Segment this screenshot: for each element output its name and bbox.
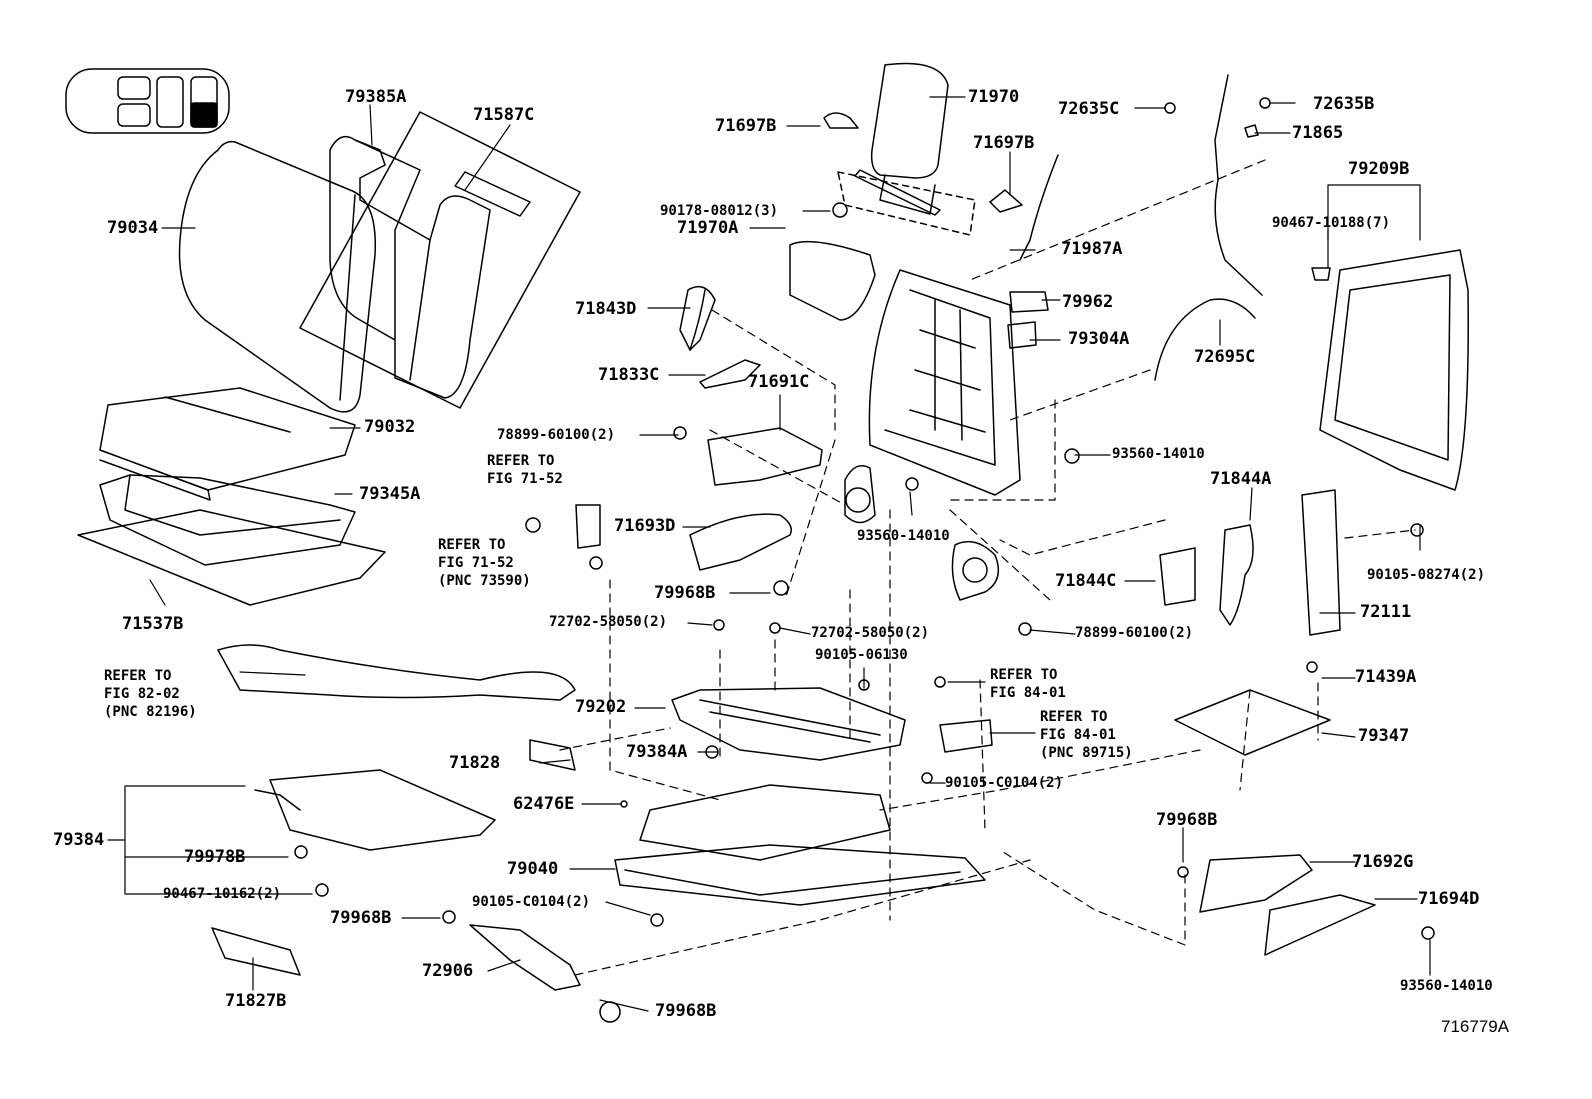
part-label: 79962 bbox=[1062, 292, 1114, 312]
part-label: 72906 bbox=[422, 961, 474, 981]
part-label: 71694D bbox=[1418, 889, 1480, 909]
part-label: 71537B bbox=[122, 614, 184, 634]
part-label: 79040 bbox=[507, 859, 559, 879]
part-label: 90467-10188(7) bbox=[1272, 215, 1391, 231]
part-label: 71970 bbox=[968, 87, 1020, 107]
cable-group bbox=[1019, 74, 1263, 381]
part-label: 71439A bbox=[1355, 667, 1417, 687]
part-label: 62476E bbox=[513, 794, 575, 814]
part-label: 79202 bbox=[575, 697, 627, 717]
part-label: 72111 bbox=[1360, 602, 1412, 622]
part-label: 90467-10162(2) bbox=[163, 886, 282, 902]
seat-base-frame bbox=[211, 644, 1376, 991]
seat-cushion-group bbox=[77, 387, 386, 606]
part-label: 93560-14010 bbox=[1112, 446, 1205, 462]
part-label: 93560-14010 bbox=[1400, 978, 1493, 994]
fastener-group bbox=[294, 97, 1435, 1023]
part-label: 79968B bbox=[330, 908, 392, 928]
part-label: 71691C bbox=[748, 372, 810, 392]
part-label: 72695C bbox=[1194, 347, 1256, 367]
part-label: 79385A bbox=[345, 87, 407, 107]
headrest-group bbox=[823, 62, 1023, 236]
part-label: 79304A bbox=[1068, 329, 1130, 349]
part-label: 71692G bbox=[1352, 852, 1414, 872]
part-label: 71843D bbox=[575, 299, 637, 319]
part-label: 79968B bbox=[655, 1001, 717, 1021]
part-label: 78899-60100(2) bbox=[1075, 625, 1194, 641]
part-label: 72635B bbox=[1313, 94, 1375, 114]
part-label: 93560-14010 bbox=[857, 528, 950, 544]
part-label: 79345A bbox=[359, 484, 421, 504]
part-label: 79209B bbox=[1348, 159, 1410, 179]
part-label: 79384 bbox=[53, 830, 105, 850]
part-label: 71827B bbox=[225, 991, 287, 1011]
part-label: 79968B bbox=[654, 583, 716, 603]
seat-position-indicator-icon bbox=[65, 68, 230, 134]
part-label: 71844A bbox=[1210, 469, 1272, 489]
seatback-cover-group bbox=[178, 111, 581, 413]
part-label: 71587C bbox=[473, 105, 535, 125]
seatback-frame bbox=[844, 269, 1049, 601]
part-label: 79032 bbox=[364, 417, 416, 437]
part-label: 90105-C0104(2) bbox=[945, 775, 1064, 791]
leader-lines bbox=[107, 96, 1431, 1012]
part-label: 71693D bbox=[614, 516, 676, 536]
part-label: 72702-58050(2) bbox=[549, 614, 668, 630]
part-label: 71865 bbox=[1292, 123, 1344, 143]
part-label: 90105-08274(2) bbox=[1367, 567, 1486, 583]
part-label: 90178-08012(3) bbox=[660, 203, 779, 219]
part-label: 71833C bbox=[598, 365, 660, 385]
part-label: 90105-C0104(2) bbox=[472, 894, 591, 910]
part-label: 71697B bbox=[715, 116, 777, 136]
part-label: 71844C bbox=[1055, 571, 1117, 591]
side-trim-group bbox=[679, 240, 1469, 636]
part-label: 79978B bbox=[184, 847, 246, 867]
part-label: 79968B bbox=[1156, 810, 1218, 830]
part-label: 78899-60100(2) bbox=[497, 427, 616, 443]
part-label: 71828 bbox=[449, 753, 501, 773]
part-label: 71697B bbox=[973, 133, 1035, 153]
part-label: 90105-06130 bbox=[815, 647, 908, 663]
part-label: 79384A bbox=[626, 742, 688, 762]
part-label: 71987A bbox=[1061, 239, 1123, 259]
part-label: 79347 bbox=[1358, 726, 1410, 746]
part-label: 79034 bbox=[107, 218, 159, 238]
part-label: 71970A bbox=[677, 218, 739, 238]
part-label: 72702-58050(2) bbox=[811, 625, 930, 641]
assembly-guide-lines bbox=[559, 159, 1416, 976]
illustration-number: 716779A bbox=[1441, 1017, 1510, 1036]
part-label: 72635C bbox=[1058, 99, 1120, 119]
